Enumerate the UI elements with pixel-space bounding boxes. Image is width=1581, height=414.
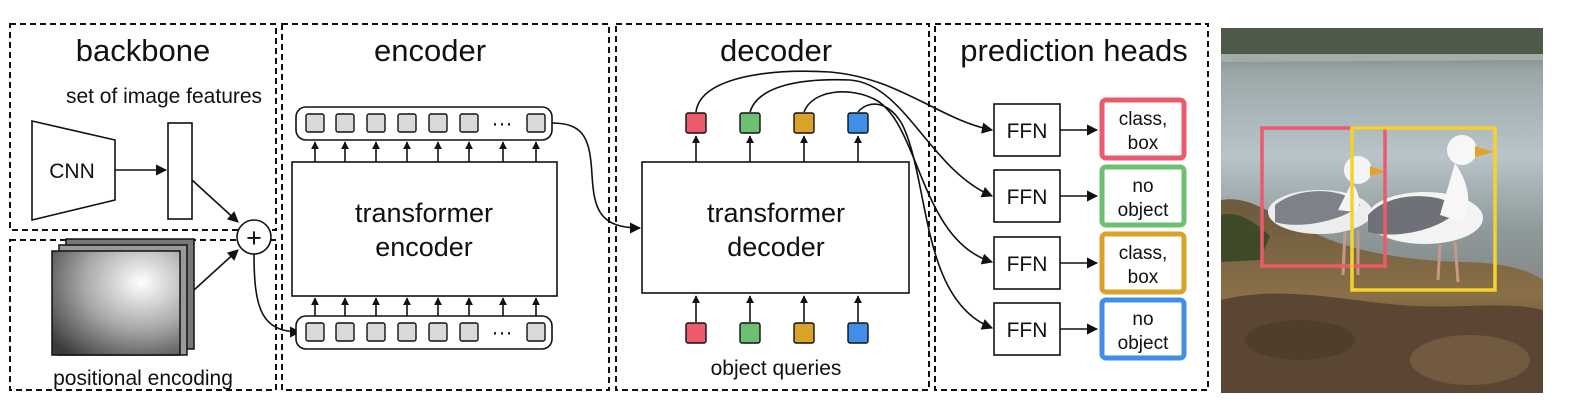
object-query-token-1 [685,322,707,344]
prediction-boxes [1099,97,1187,361]
object-query-token-4 [847,322,869,344]
transformer-encoder-label-2: encoder [375,232,473,262]
object-query-token-2 [739,322,761,344]
prediction-3-line-2: box [1128,267,1159,288]
backbone-frame [9,23,277,231]
prediction-2-line-2: object [1118,200,1169,221]
decoder-output-token-3 [793,112,815,134]
seagull-photo [1221,28,1543,393]
prediction-box-3 [1099,231,1187,295]
encoder-frame [281,23,610,391]
decoder-frame [615,23,930,391]
sum-to-encoder-input-arrow [253,253,302,338]
prediction-box-1 [1099,97,1187,161]
transformer-decoder-block [641,161,910,294]
decoder-output-token-2 [739,112,761,134]
decoder-output-arrows [692,135,862,162]
posenc-to-sum-arrow [193,249,239,291]
encoder-input-row [295,315,553,350]
sum-symbol: + [246,223,262,253]
object-query-arrows [692,295,862,322]
ffn-label-4: FFN [1007,319,1048,342]
encoder-output-tokens [305,113,546,133]
ffn-block-3 [993,236,1061,290]
cnn-label: CNN [49,160,95,183]
encoder-input-tokens [305,322,546,342]
prediction-3-line-1: class, [1119,243,1168,264]
cnn-block [31,119,116,222]
ffn-label-3: FFN [1007,253,1048,276]
transformer-decoder-label-2: decoder [727,232,825,262]
object-queries-label: object queries [711,357,842,380]
positional-encoding-label: positional encoding [53,367,233,390]
encoder-output-ellipsis: ··· [492,112,513,135]
prediction-box-2 [1099,164,1187,228]
decoder-output-tokens [685,112,869,134]
decoder-title: decoder [720,33,832,68]
prediction-1-line-1: class, [1119,109,1168,130]
detection-box-red [1260,126,1387,268]
ffn-to-prediction-arrows [1060,124,1099,335]
prediction-2-line-1: no [1132,176,1153,197]
seagull-right [1367,135,1494,283]
prediction-4-line-2: object [1118,333,1169,354]
object-query-token-3 [793,322,815,344]
ffn-block-1 [993,103,1061,157]
prediction-heads-title: prediction heads [960,33,1188,68]
positional-encoding-stack [51,238,195,356]
encoder-output-row [295,106,553,141]
ffn-label-2: FFN [1007,186,1048,209]
prediction-4-line-1: no [1132,309,1153,330]
decoder-output-token-4 [847,112,869,134]
image-features-block [167,122,193,220]
encoder-to-decoder-arrow [551,122,642,234]
object-query-tokens [685,322,869,344]
transformer-decoder-label-1: transformer [707,198,845,228]
prediction-box-4 [1099,297,1187,361]
decoder-output-token-1 [685,112,707,134]
encoder-output-arrows [311,141,540,162]
prediction-1-line-2: box [1128,133,1159,154]
backbone-title: backbone [76,33,210,68]
features-to-sum-arrow [191,179,239,223]
transformer-encoder-block [291,161,558,297]
encoder-title: encoder [374,33,486,68]
image-features-label: set of image features [66,85,262,108]
transformer-encoder-label-1: transformer [355,198,493,228]
decoder-to-ffn-arrows [695,70,994,330]
detection-box-yellow [1350,126,1497,292]
encoder-input-arrows [311,297,540,316]
encoder-input-ellipsis: ··· [492,321,513,344]
ffn-label-1: FFN [1007,120,1048,143]
